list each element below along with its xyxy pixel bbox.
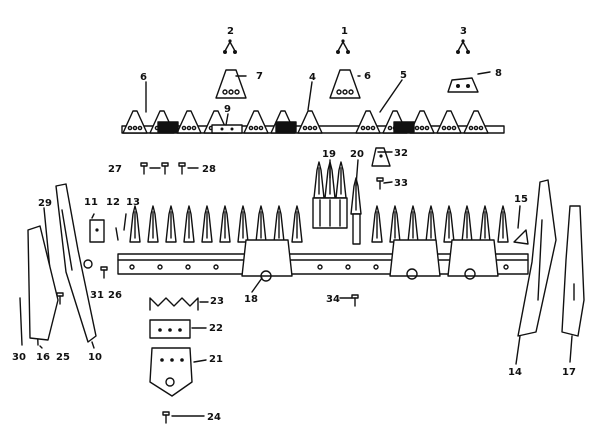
callout-29: 29 bbox=[38, 198, 52, 209]
callout-5: 5 bbox=[400, 70, 407, 81]
rod-30 bbox=[19, 297, 23, 346]
right-shoe-17 bbox=[561, 205, 585, 337]
knife-assembly bbox=[121, 110, 505, 134]
bolt-26 bbox=[100, 266, 108, 279]
callout-33: 33 bbox=[394, 178, 408, 189]
clip-8 bbox=[447, 77, 479, 93]
single-blade-7 bbox=[215, 69, 247, 99]
left-shoe bbox=[27, 225, 59, 341]
plate-22 bbox=[149, 319, 191, 339]
callout-8: 8 bbox=[495, 68, 502, 79]
callout-26: 26 bbox=[108, 290, 122, 301]
callout-2: 2 bbox=[227, 26, 234, 37]
callout-13: 13 bbox=[126, 197, 140, 208]
leader-lines bbox=[39, 71, 573, 417]
callout-15: 15 bbox=[514, 194, 528, 205]
callout-labels: 1 2 3 4 5 6 6 7 8 9 10 11 12 13 14 15 16… bbox=[12, 26, 576, 423]
bolt-28a bbox=[161, 162, 169, 175]
spring-plate-23 bbox=[149, 297, 199, 311]
callout-19: 19 bbox=[322, 149, 336, 160]
single-blade-6 bbox=[329, 69, 361, 99]
cutter-bar bbox=[117, 205, 529, 282]
pin-12 bbox=[115, 227, 119, 241]
bolt-27 bbox=[140, 162, 148, 175]
callout-16: 16 bbox=[36, 352, 50, 363]
finger-group-19 bbox=[312, 161, 348, 229]
wearing-plate-21 bbox=[149, 347, 193, 397]
bolt-set-3 bbox=[455, 38, 471, 55]
callout-28: 28 bbox=[202, 164, 216, 175]
bolt-33 bbox=[376, 177, 384, 190]
callout-6b: 6 bbox=[364, 71, 371, 82]
pin-13 bbox=[123, 213, 127, 231]
callout-6a: 6 bbox=[140, 72, 147, 83]
bolt-34 bbox=[351, 294, 359, 307]
callout-32: 32 bbox=[394, 148, 408, 159]
left-divider-10 bbox=[55, 183, 97, 343]
callout-3: 3 bbox=[460, 26, 467, 37]
callout-27: 27 bbox=[108, 164, 122, 175]
bolt-set-2 bbox=[222, 38, 238, 55]
callout-9: 9 bbox=[224, 104, 231, 115]
callout-24: 24 bbox=[207, 412, 221, 423]
callout-22: 22 bbox=[209, 323, 223, 334]
callout-25: 25 bbox=[56, 352, 70, 363]
callout-10: 10 bbox=[88, 352, 102, 363]
callout-11: 11 bbox=[84, 197, 98, 208]
rod-29 bbox=[43, 207, 51, 271]
callout-30: 30 bbox=[12, 352, 26, 363]
bolt-set-1 bbox=[335, 38, 351, 55]
callout-7: 7 bbox=[256, 71, 263, 82]
callout-1: 1 bbox=[341, 26, 348, 37]
holder-32 bbox=[371, 147, 391, 167]
right-divider-14 bbox=[517, 179, 557, 337]
callout-23: 23 bbox=[210, 296, 224, 307]
callout-12: 12 bbox=[106, 197, 120, 208]
callout-4: 4 bbox=[309, 72, 316, 83]
bolt-24 bbox=[162, 411, 170, 424]
callout-21: 21 bbox=[209, 354, 223, 365]
bolt-28b bbox=[178, 162, 186, 175]
finger-20 bbox=[350, 177, 362, 245]
callout-17: 17 bbox=[562, 367, 576, 378]
washer-31 bbox=[83, 259, 93, 269]
callout-34: 34 bbox=[326, 294, 340, 305]
bracket-11 bbox=[89, 219, 105, 243]
callout-18: 18 bbox=[244, 294, 258, 305]
callout-20: 20 bbox=[350, 149, 364, 160]
callout-31: 31 bbox=[90, 290, 104, 301]
callout-14: 14 bbox=[508, 367, 522, 378]
